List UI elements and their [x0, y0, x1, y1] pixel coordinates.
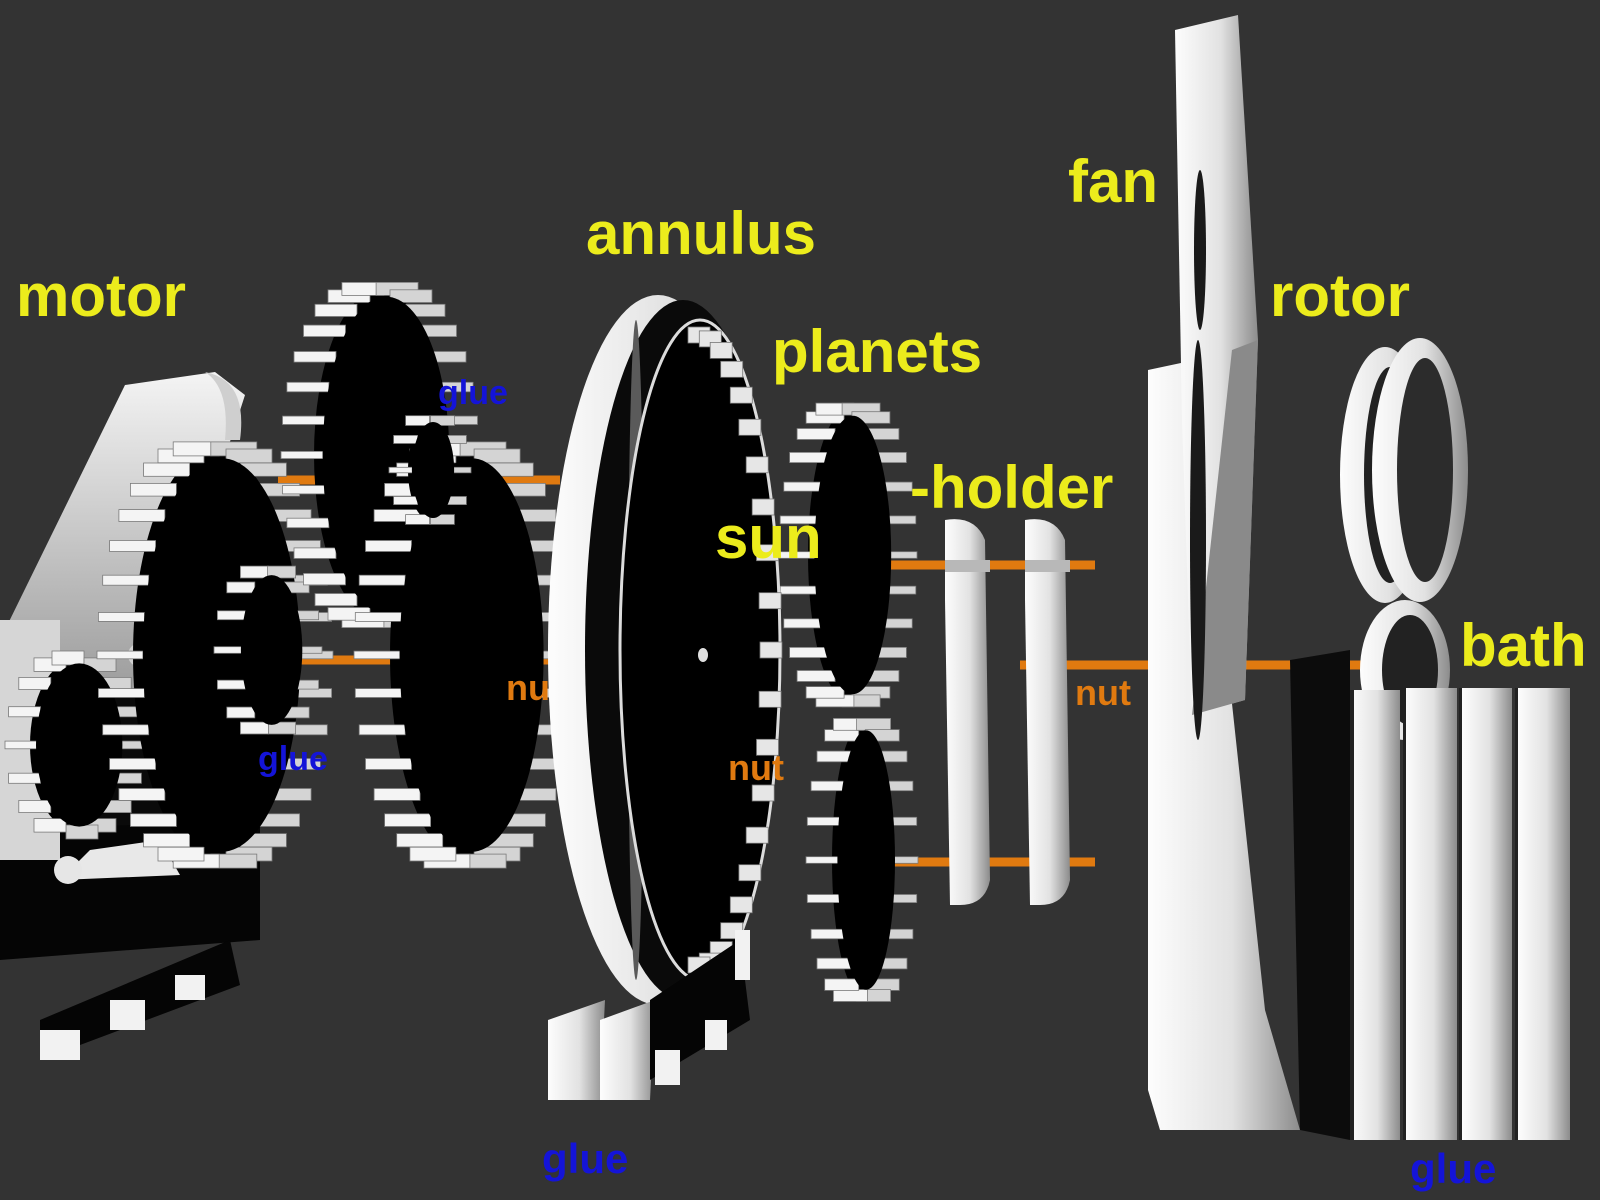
label-sun: sun: [715, 504, 822, 571]
middle-small-gear: [388, 415, 472, 525]
label-motor: motor: [16, 262, 186, 329]
annulus-tooth: [720, 360, 744, 378]
glue-note-bath: glue: [1410, 1145, 1497, 1192]
planet-gear-lower: [805, 718, 919, 1002]
annulus-tooth: [745, 456, 769, 474]
annulus-tooth: [756, 544, 779, 562]
glue-note-annulus: glue: [542, 1135, 629, 1182]
annulus-tooth: [738, 418, 762, 436]
annulus-tooth: [729, 386, 753, 404]
glue-note-top: glue: [438, 374, 508, 412]
label-bath: bath: [1460, 612, 1587, 679]
annulus-ring: [548, 295, 783, 1100]
gear-train: [4, 281, 919, 1002]
annulus-tooth: [751, 784, 775, 802]
annulus-tooth: [759, 641, 783, 659]
annulus-tooth: [756, 738, 779, 756]
planet-gear-upper: [778, 402, 918, 708]
annulus-internal-teeth: [687, 326, 783, 974]
nut-note-2: nut: [728, 747, 784, 788]
annulus-tooth: [709, 341, 733, 359]
label-planets: planets: [772, 318, 983, 385]
glue-note-motor-gear: glue: [258, 740, 328, 778]
annulus-tooth: [751, 498, 775, 516]
nut-note-1: nu: [506, 667, 550, 708]
bath-blocks: [1290, 650, 1570, 1140]
label-holder: -holder: [910, 454, 1114, 521]
annulus-tooth: [758, 690, 782, 708]
annulus-tooth: [745, 826, 769, 844]
label-fan: fan: [1068, 148, 1158, 215]
motor-large-gear: [96, 441, 334, 869]
nut-note-3: nut: [1075, 672, 1131, 713]
annulus-tooth: [729, 896, 753, 914]
annulus-tooth: [738, 864, 762, 882]
label-annulus: annulus: [586, 200, 817, 267]
motor-small-gear: [213, 565, 323, 735]
rotor-rings: [1340, 338, 1468, 740]
motor-pinion-gear: [4, 650, 146, 840]
planet-carrier: [945, 519, 1070, 905]
annulus-tooth: [758, 592, 782, 610]
fan-assembly: [1148, 15, 1300, 1130]
label-rotor: rotor: [1270, 262, 1410, 329]
